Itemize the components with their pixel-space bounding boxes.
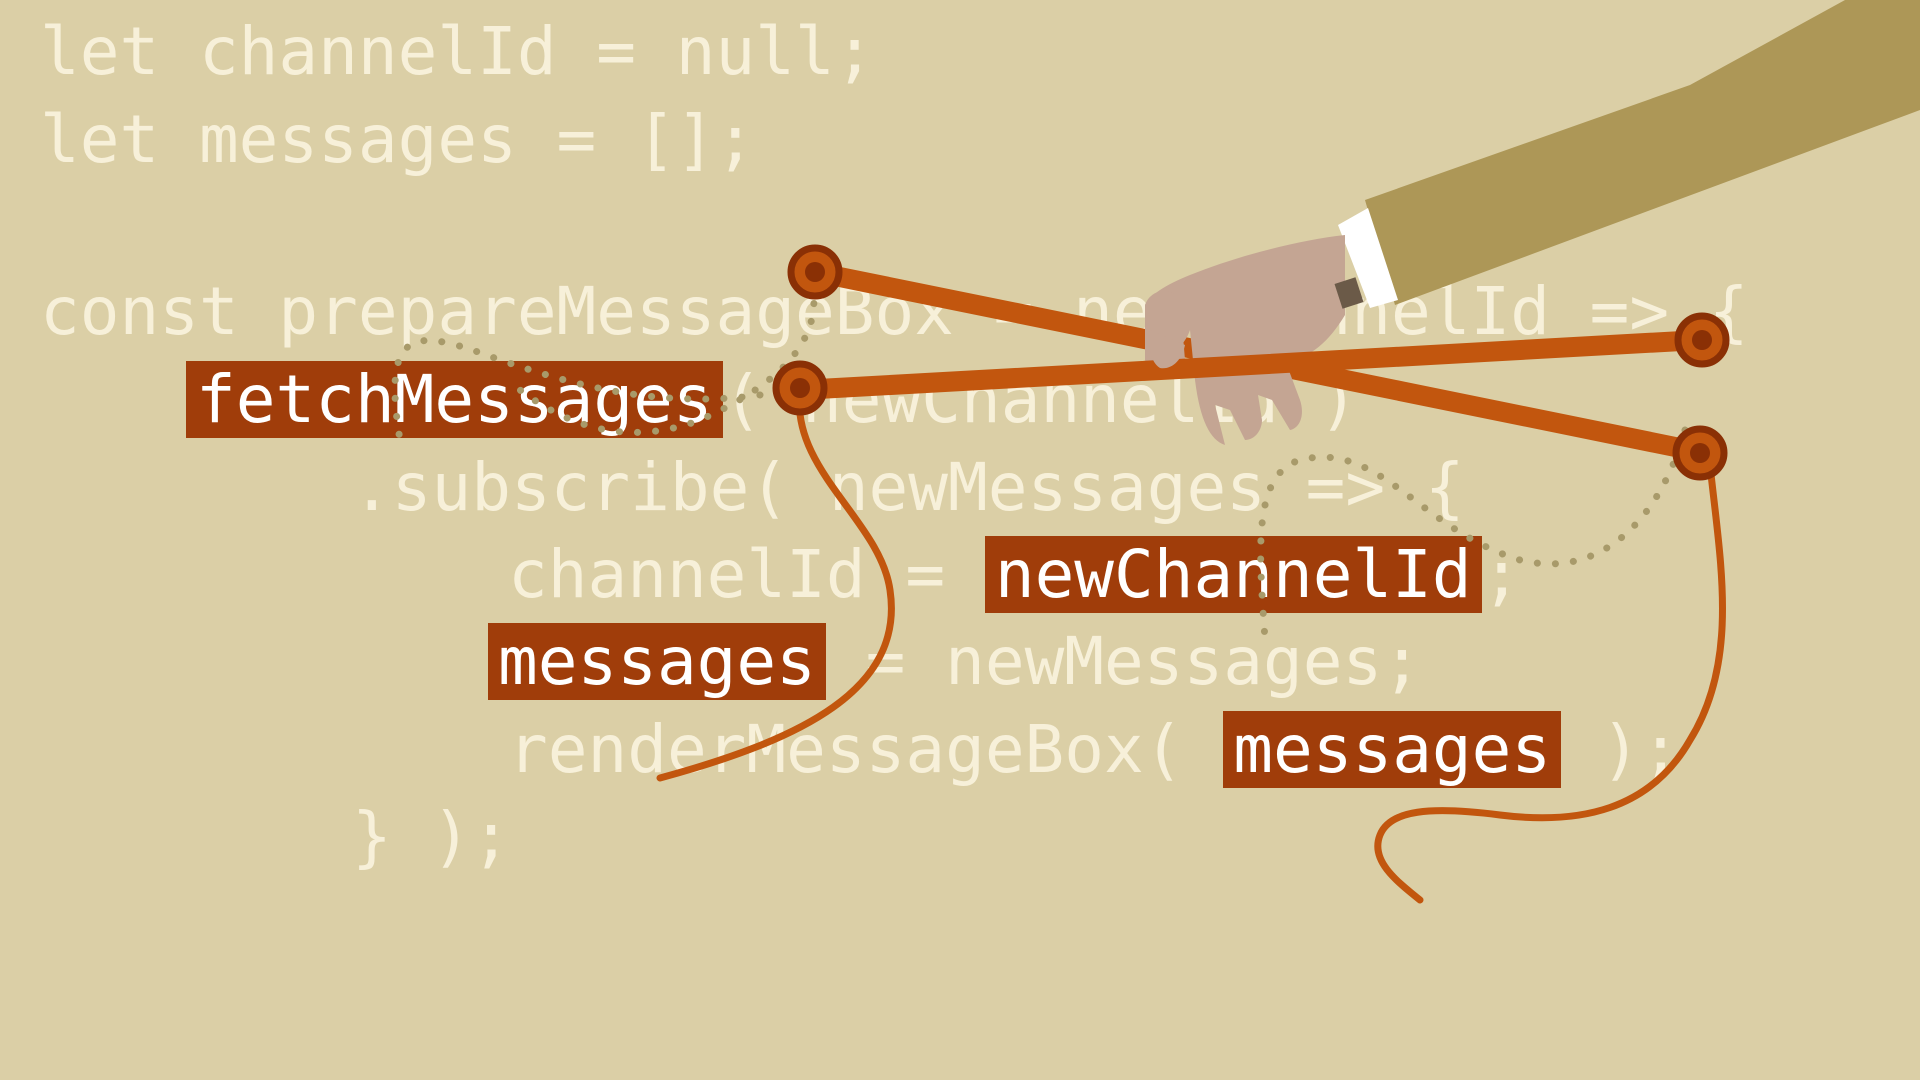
finger-overlap [1149,330,1185,369]
shirt-cuff [1338,208,1398,308]
code-line-8: renderMessageBox( messages ); [508,710,1680,790]
highlight-fetch-messages: fetchMessages [186,361,723,438]
puppeteer-hand-icon [1145,235,1364,445]
control-bar-front [790,330,1710,400]
code-line-2: let messages = []; [40,101,756,178]
highlight-messages-assign: messages [488,623,826,700]
code-line-8-pre: renderMessageBox( [508,711,1224,788]
sleeve-shape [1365,0,1920,305]
code-line-6: channelId = newChannelId; [508,535,1521,615]
code-line-7: messages = newMessages; [488,622,1422,702]
highlight-new-channel-id: newChannelId [984,536,1482,613]
string-left [656,386,895,782]
code-line-9: } ); [352,798,511,875]
code-line-1: let channelId = null; [40,13,875,90]
dotted-path-loop [391,336,764,444]
control-bar-knobs [772,244,1730,481]
code-line-6-pre: channelId = [508,536,985,613]
knob-left-center [790,378,810,398]
watch-band [1334,277,1364,309]
string-right [1374,461,1726,904]
highlight-messages-render: messages [1223,711,1562,788]
knob-right-top-center [1692,330,1712,350]
sleeve [1338,0,1920,308]
dotted-path-left [516,264,818,436]
marionette-strings [656,386,1726,904]
dotted-path-right [1257,426,1689,644]
hand-shape [1145,235,1345,445]
knob-right-bottom-center [1690,443,1710,463]
dotted-guides [391,264,1689,644]
code-line-7-rest: = newMessages; [825,623,1422,700]
code-line-5: .subscribe( newMessages => { [352,449,1465,526]
knob-top-left-center [805,262,825,282]
